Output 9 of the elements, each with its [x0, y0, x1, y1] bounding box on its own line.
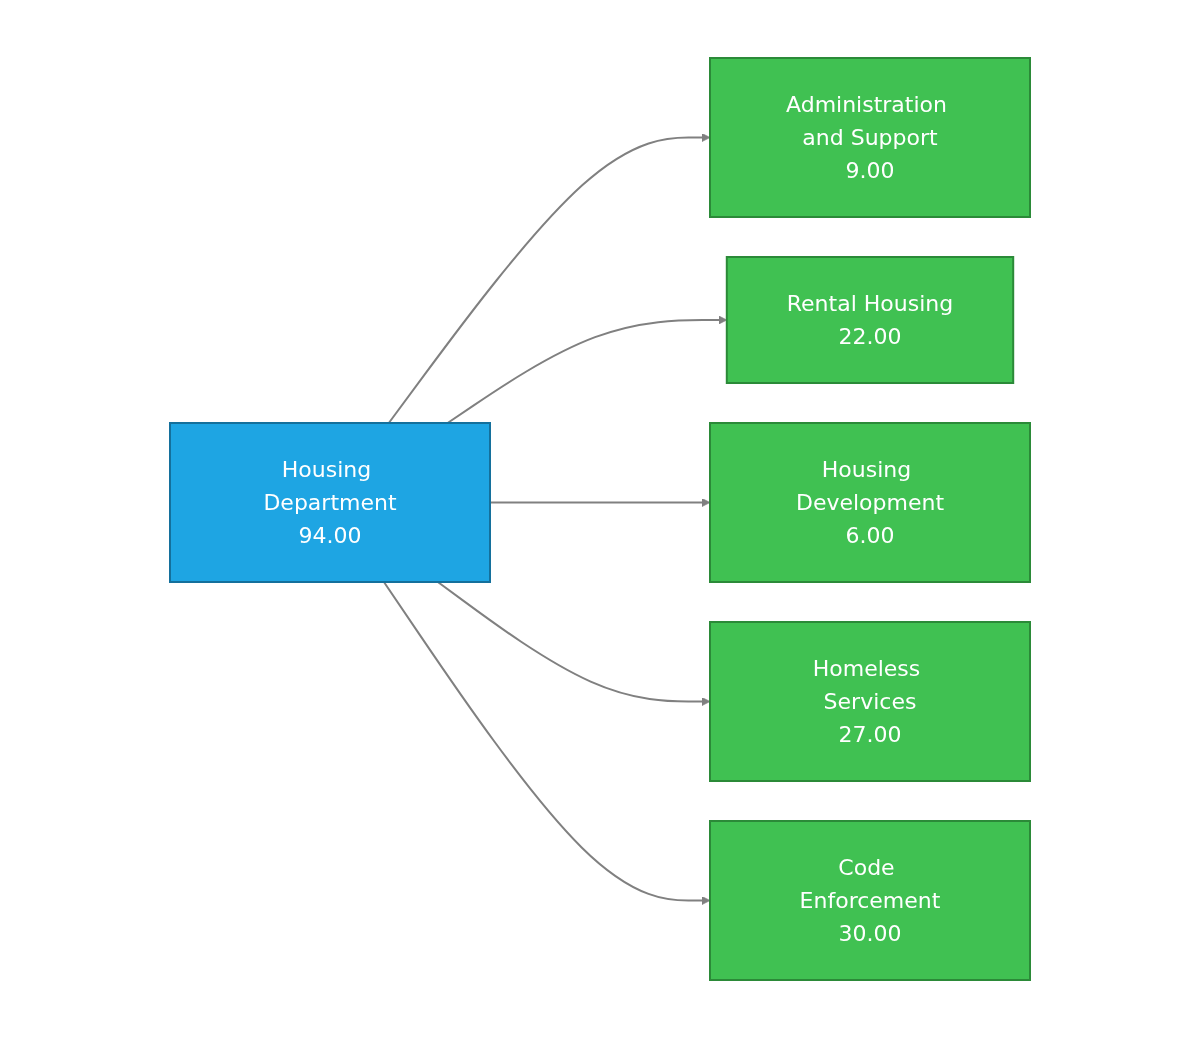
arrow [387, 133, 711, 424]
arrow [382, 581, 711, 905]
node-box: Administration and Support 9.00 [709, 57, 1031, 218]
node-box: Rental Housing 22.00 [725, 256, 1015, 384]
node-box: Housing Development 6.00 [709, 422, 1031, 583]
node-box: Housing Department 94.00 [169, 422, 491, 583]
arrow [436, 581, 711, 706]
node-box: Code Enforcement 30.00 [709, 820, 1031, 981]
node-box: Homeless Services 27.00 [709, 621, 1031, 782]
